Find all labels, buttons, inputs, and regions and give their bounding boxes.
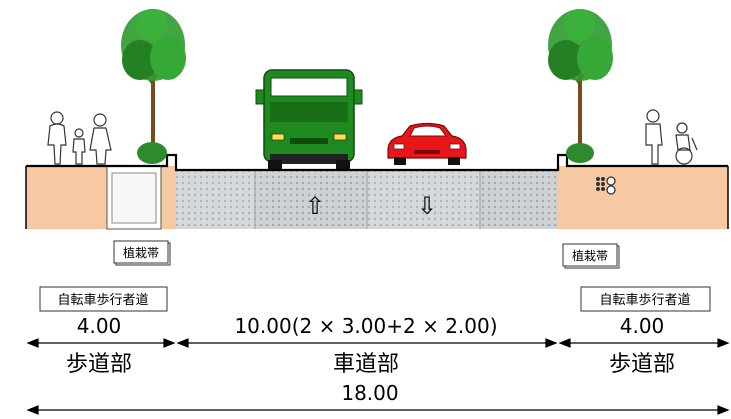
lane-down-arrow: ⇩ <box>417 192 437 220</box>
bike-ped-text: 自転車歩行者道 <box>599 293 690 308</box>
elderly-wheelchair-icon <box>645 109 698 165</box>
dim-total: 18.00 <box>341 381 398 405</box>
planting-strip-label-right: 植栽帯 <box>562 243 620 269</box>
dim-left-sidewalk: 4.00 <box>77 314 122 338</box>
tactile-paving-icon <box>596 176 616 195</box>
pedestrian-family-icon <box>47 111 112 165</box>
planting-strip-text: 植栽帯 <box>123 245 159 260</box>
dim-right-sidewalk: 4.00 <box>620 314 665 338</box>
dim-roadway: 10.00(2 × 3.00+2 × 2.00) <box>234 314 497 338</box>
dimension-line-total <box>26 405 730 415</box>
road-surface-line <box>26 153 728 172</box>
planting-strip-label-left: 植栽帯 <box>113 240 171 266</box>
dimension-line-segments <box>26 338 730 348</box>
section-right-sidewalk: 歩道部 <box>609 352 675 377</box>
section-left-sidewalk: 歩道部 <box>66 352 132 377</box>
planting-strip-text: 植栽帯 <box>572 248 608 263</box>
bike-ped-label-right: 自転車歩行者道 <box>580 286 711 312</box>
bike-ped-text: 自転車歩行者道 <box>57 293 148 308</box>
section-roadway: 車道部 <box>333 352 399 377</box>
car-icon <box>387 122 467 165</box>
tree-icon <box>121 9 186 164</box>
right-sidewalk-soil <box>558 166 728 229</box>
bus-icon <box>255 69 363 169</box>
tree-icon <box>548 9 613 163</box>
ground-section <box>25 153 729 230</box>
bike-ped-label-left: 自転車歩行者道 <box>39 286 168 312</box>
lane-up-arrow: ⇧ <box>305 192 325 220</box>
